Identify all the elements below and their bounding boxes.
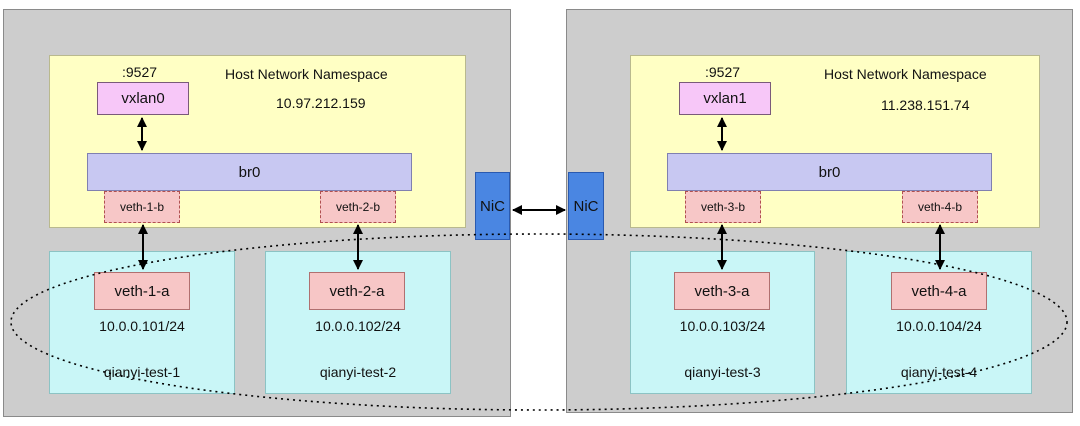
veth-3-a-box: veth-3-a (674, 272, 770, 310)
pod-1-ip: 10.0.0.101/24 (99, 318, 185, 334)
host-1-ip: 10.97.212.159 (276, 95, 366, 111)
host-2-bridge: br0 (667, 153, 992, 191)
veth-1-a-box: veth-1-a (94, 272, 190, 310)
host-1-namespace-title: Host Network Namespace (225, 66, 388, 82)
vxlan1-box: vxlan1 (679, 82, 771, 115)
host-2-port: :9527 (705, 64, 741, 80)
pod-1-name: qianyi-test-1 (103, 364, 181, 380)
veth-3-b-box: veth-3-b (685, 191, 761, 223)
overlay-network-ellipse (10, 233, 1068, 411)
host-2-nic: NiC (568, 172, 604, 240)
veth-1-b-box: veth-1-b (104, 191, 180, 223)
veth-4-b-box: veth-4-b (902, 191, 978, 223)
pod-4-ip: 10.0.0.104/24 (896, 318, 982, 334)
pod-2-name: qianyi-test-2 (319, 364, 397, 380)
veth-4-a-box: veth-4-a (891, 272, 987, 310)
pod-3-ip: 10.0.0.103/24 (679, 318, 766, 334)
vxlan0-box: vxlan0 (97, 82, 189, 115)
host-2-namespace-title: Host Network Namespace (824, 66, 987, 82)
pod-3-name: qianyi-test-3 (684, 364, 761, 380)
veth-2-b-box: veth-2-b (320, 191, 396, 223)
host-1-bridge: br0 (87, 153, 412, 191)
host-1-nic: NiC (475, 172, 510, 240)
veth-2-a-box: veth-2-a (309, 272, 405, 310)
host-1-port: :9527 (122, 64, 158, 80)
host-2-ip: 11.238.151.74 (881, 97, 970, 113)
pod-2-ip: 10.0.0.102/24 (315, 318, 401, 334)
